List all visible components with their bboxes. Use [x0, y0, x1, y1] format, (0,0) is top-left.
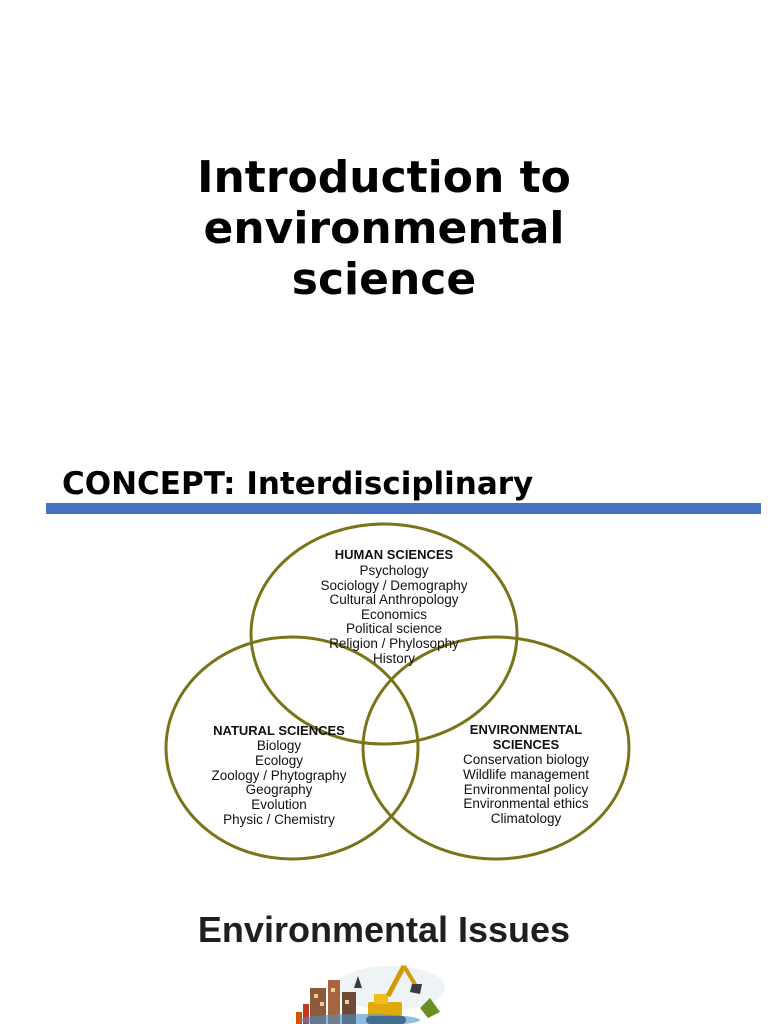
human-sciences-group: HUMAN SCIENCES Psychology Sociology / De…	[320, 547, 467, 666]
natural-item: Zoology / Phytography	[211, 768, 346, 783]
human-item: Economics	[361, 607, 427, 622]
environmental-sciences-group: ENVIRONMENTAL SCIENCES Conservation biol…	[463, 722, 589, 826]
natural-sciences-circle	[164, 635, 420, 861]
heading-rule	[46, 503, 761, 514]
natural-item: Ecology	[255, 753, 303, 768]
environmental-issues-heading: Environmental Issues	[197, 909, 571, 950]
human-sciences-circle	[249, 522, 519, 746]
human-item: Sociology / Demography	[320, 578, 467, 593]
natural-item: Evolution	[251, 797, 307, 812]
human-item: Psychology	[359, 563, 428, 578]
natural-item: Geography	[246, 782, 313, 797]
slide-title: Introduction to environmental science	[84, 152, 684, 305]
environmental-item: Conservation biology	[463, 752, 589, 767]
natural-item: Physic / Chemistry	[223, 812, 335, 827]
human-item: Cultural Anthropology	[329, 592, 458, 607]
natural-sciences-group: NATURAL SCIENCES Biology Ecology Zoology…	[211, 723, 346, 827]
environmental-sciences-heading-1: ENVIRONMENTAL	[470, 722, 582, 737]
environmental-item: Environmental policy	[464, 782, 589, 797]
environmental-issues-illustration	[296, 964, 445, 1024]
venn-diagram: HUMAN SCIENCES Psychology Sociology / De…	[164, 522, 631, 861]
title-line-2: environmental	[203, 203, 565, 254]
excavator-icon	[366, 964, 422, 1024]
human-item: Political science	[346, 621, 442, 636]
environmental-item: Wildlife management	[463, 767, 589, 782]
concept-heading: CONCEPT: Interdisciplinary	[62, 466, 534, 502]
natural-sciences-heading: NATURAL SCIENCES	[213, 723, 345, 738]
title-line-1: Introduction to	[197, 152, 571, 203]
environmental-item: Environmental ethics	[463, 796, 589, 811]
natural-item: Biology	[257, 738, 302, 753]
title-line-3: science	[291, 254, 477, 305]
human-sciences-heading: HUMAN SCIENCES	[335, 547, 454, 562]
human-item: Religion / Phylosophy	[329, 636, 459, 651]
human-item: History	[373, 651, 415, 666]
environmental-sciences-heading-2: SCIENCES	[493, 737, 560, 752]
environmental-sciences-circle	[361, 635, 631, 861]
environmental-item: Climatology	[491, 811, 562, 826]
